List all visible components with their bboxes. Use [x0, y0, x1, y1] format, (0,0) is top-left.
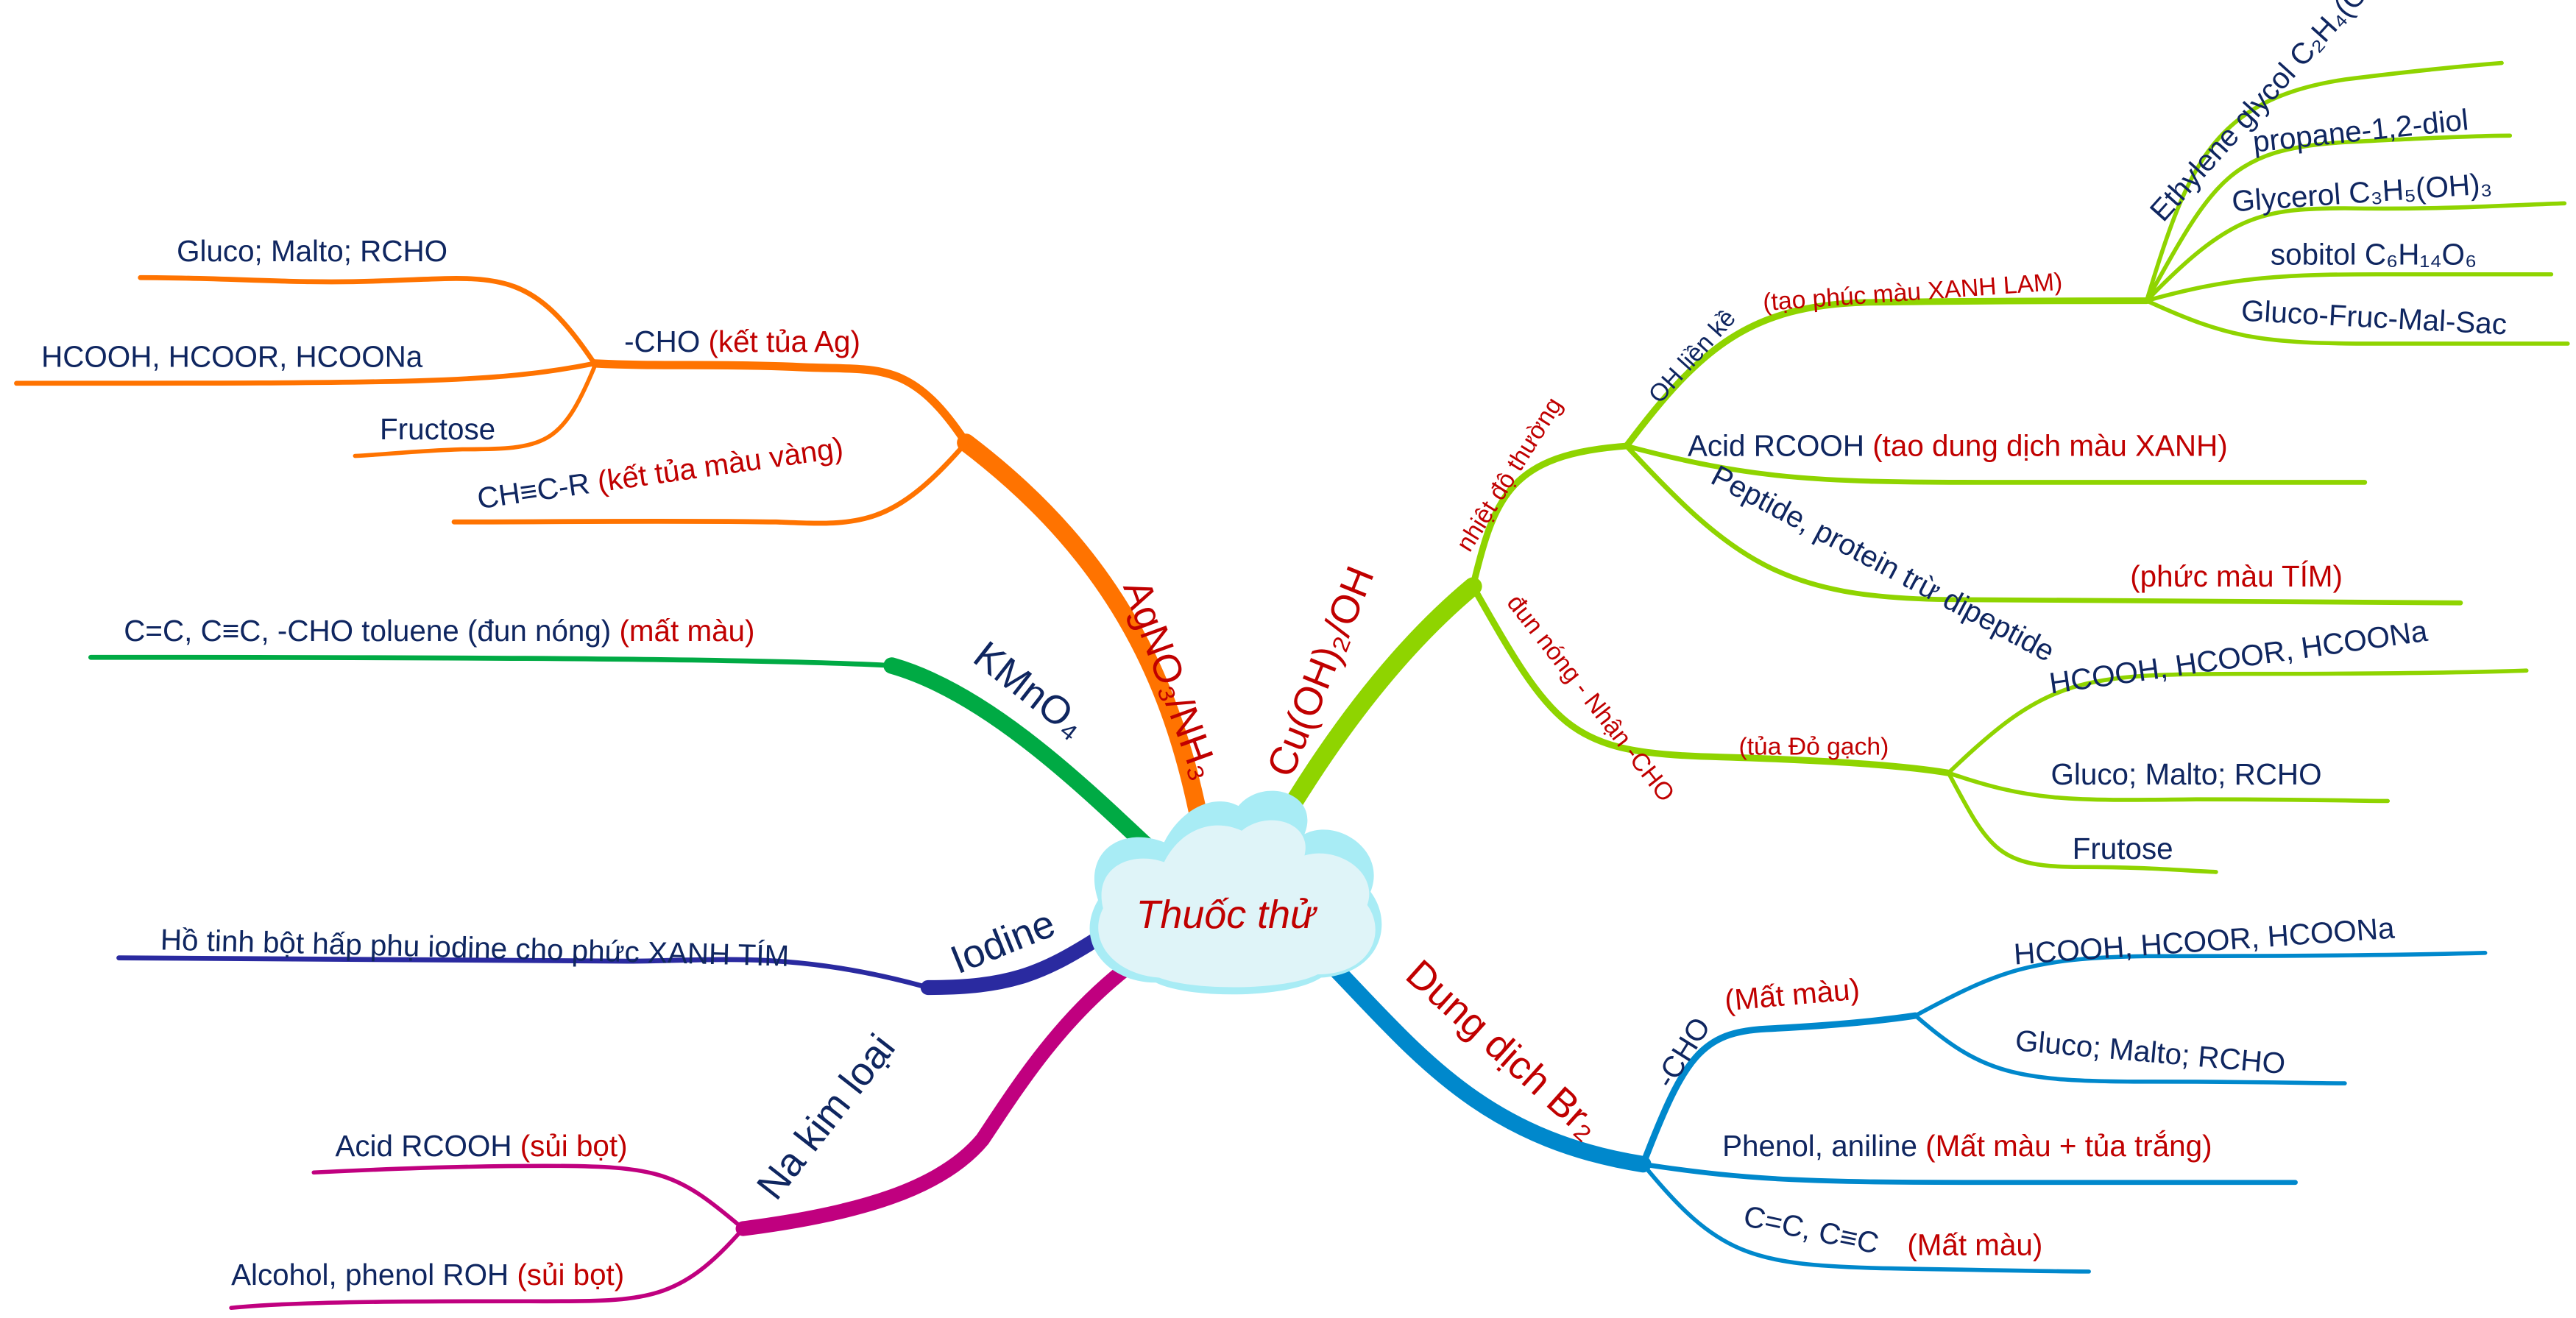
oh-line: [1623, 297, 2151, 450]
iodine-item: Hồ tinh bột hấp phụ iodine cho phức XANH…: [160, 922, 789, 972]
branch-agno3: AgNO₃/NH₃ -CHO (kết tủa Ag) Gluco; Malto…: [14, 234, 1228, 843]
line-gluco-fruc: [2144, 298, 2570, 346]
item-acid-na: Acid RCOOH (sủi bọt): [335, 1129, 627, 1163]
iodine-item-line: [116, 955, 931, 991]
line-ethylene: [2144, 60, 2504, 303]
line-hcooh: [14, 361, 598, 386]
alkene-note: (Mất màu): [1907, 1227, 2042, 1261]
line-heat-hcooh: [1946, 668, 2529, 776]
line-gluco: [138, 274, 598, 366]
room-temp-line: [1469, 442, 1630, 590]
heat-note: (tủa Đỏ gạch): [1739, 734, 1889, 761]
br2-cho-line: [1639, 1012, 1919, 1168]
heat-label: đun nóng - Nhận -CHO: [1501, 589, 1680, 807]
item-heat-hcooh: HCOOH, HCOOR, HCOONa: [2047, 614, 2430, 701]
cuoh-main-line: [1265, 577, 1482, 843]
agno3-label: AgNO₃/NH₃: [1114, 574, 1227, 785]
kmno4-line: [883, 657, 1172, 871]
item-hcooh: HCOOH, HCOOR, HCOONa: [41, 339, 423, 373]
kmno4-item-line: [88, 654, 894, 668]
line-alkene: [1641, 1162, 2091, 1274]
item-br2-hcooh: HCOOH, HCOOR, HCOONa: [2013, 910, 2396, 971]
item-heat-gluco: Gluco; Malto; RCHO: [2051, 757, 2322, 791]
line-glycerol: [2144, 201, 2567, 303]
line-acid-na: [311, 1163, 746, 1231]
kmno4-label: KMnO₄: [966, 633, 1094, 747]
br2-main-line: [1329, 963, 1652, 1173]
peptide-note: (phức màu TÍM): [2130, 559, 2343, 593]
item-alcohol-na: Alcohol, phenol ROH (sủi bọt): [231, 1258, 624, 1292]
line-acid-cu: [1624, 443, 2368, 485]
heat-line: [1469, 583, 1952, 776]
na-label: Na kim loại: [749, 1026, 904, 1208]
branch-iodine: Iodine Hồ tinh bột hấp phụ iodine cho ph…: [116, 901, 1101, 996]
line-phenol: [1641, 1161, 2298, 1186]
item-sobitol: sobitol C₆H₁₄O₆: [2271, 237, 2477, 271]
branch-na: Na kim loại Acid RCOOH (sủi bọt) Alcohol…: [229, 963, 1130, 1311]
line-alcohol-na: [229, 1226, 746, 1311]
line-heat-frutose: [1946, 770, 2218, 874]
line-br2-hcooh: [1913, 951, 2488, 1018]
line-sobitol: [2144, 272, 2554, 303]
item-heat-frutose: Frutose: [2073, 832, 2173, 865]
item-gluco-fruc: Gluco-Fruc-Mal-Sac: [2240, 294, 2508, 341]
br2-cho-label: -CHO: [1648, 1011, 1717, 1094]
branch-br2: Dung dịch Br₂ -CHO (Mất màu) HCOOH, HCOO…: [1329, 910, 2488, 1274]
phenol-label: Phenol, aniline (Mất màu + tủa trắng): [1722, 1129, 2212, 1163]
oh-note: (tạo phúc màu XANH LAM): [1762, 269, 2063, 316]
item-propane: propane-1,2-diol: [2251, 102, 2470, 158]
agno3-cho-line: [590, 359, 971, 447]
line-fructose: [353, 364, 597, 458]
br2-cho-note: (Mất màu): [1723, 971, 1861, 1017]
item-br2-gluco: Gluco; Malto; RCHO: [2014, 1023, 2287, 1080]
line-alkyne: [451, 440, 969, 526]
line-propane: [2144, 133, 2513, 303]
acid-cu-label: Acid RCOOH (tao dung dịch màu XANH): [1688, 429, 2228, 463]
alkene-label: C=C, C≡C: [1741, 1199, 1882, 1261]
line-peptide: [1624, 443, 2463, 606]
branch-cuoh: Cu(OH)₂/OH nhiệt độ thường OH liền kề (t…: [1259, 0, 2570, 874]
item-gluco-malto: Gluco; Malto; RCHO: [177, 234, 447, 268]
agno3-main-line: [957, 433, 1211, 843]
line-br2-gluco: [1913, 1013, 2347, 1085]
oh-label: OH liền kề: [1643, 305, 1741, 408]
room-temp-label: nhiệt độ thường: [1451, 393, 1568, 556]
branch-kmno4: KMnO₄ C=C, C≡C, -CHO toluene (đun nóng) …: [88, 614, 1172, 871]
na-line: [735, 963, 1130, 1236]
cloud-inner: [1098, 820, 1376, 988]
agno3-cho-label: -CHO (kết tủa Ag): [624, 325, 860, 358]
line-heat-gluco: [1946, 770, 2391, 804]
kmno4-item: C=C, C≡C, -CHO toluene (đun nóng) (mất m…: [124, 614, 754, 648]
iodine-line: [920, 934, 1101, 996]
item-fructose: Fructose: [380, 412, 495, 446]
center-label: Thuốc thử: [1136, 893, 1318, 937]
center-topic[interactable]: Thuốc thử: [1089, 790, 1382, 995]
